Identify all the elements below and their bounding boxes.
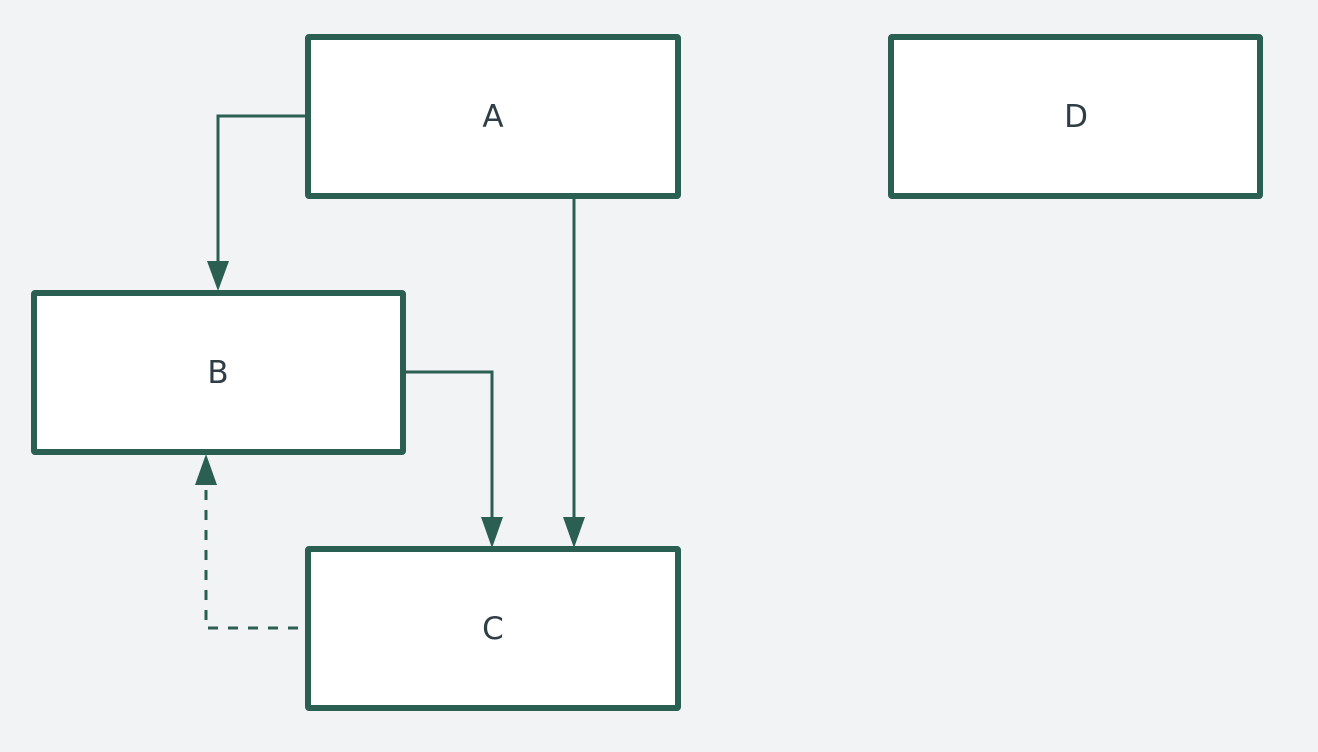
arrowhead (195, 454, 217, 485)
node-a[interactable]: A (305, 34, 681, 199)
node-c[interactable]: C (305, 546, 681, 711)
edge-a-to-c (563, 196, 585, 548)
node-b[interactable]: B (31, 290, 406, 455)
edge-a-to-b (207, 114, 308, 291)
arrowhead (207, 261, 229, 291)
edge-c-to-b-dashed (195, 454, 298, 630)
node-d-label: D (1064, 99, 1088, 135)
arrowhead (563, 517, 585, 548)
node-d[interactable]: D (888, 34, 1263, 199)
arrowhead (481, 517, 503, 548)
node-a-label: A (482, 99, 503, 135)
edge-b-to-c (403, 370, 503, 548)
node-b-label: B (207, 355, 228, 391)
node-c-label: C (482, 611, 504, 647)
